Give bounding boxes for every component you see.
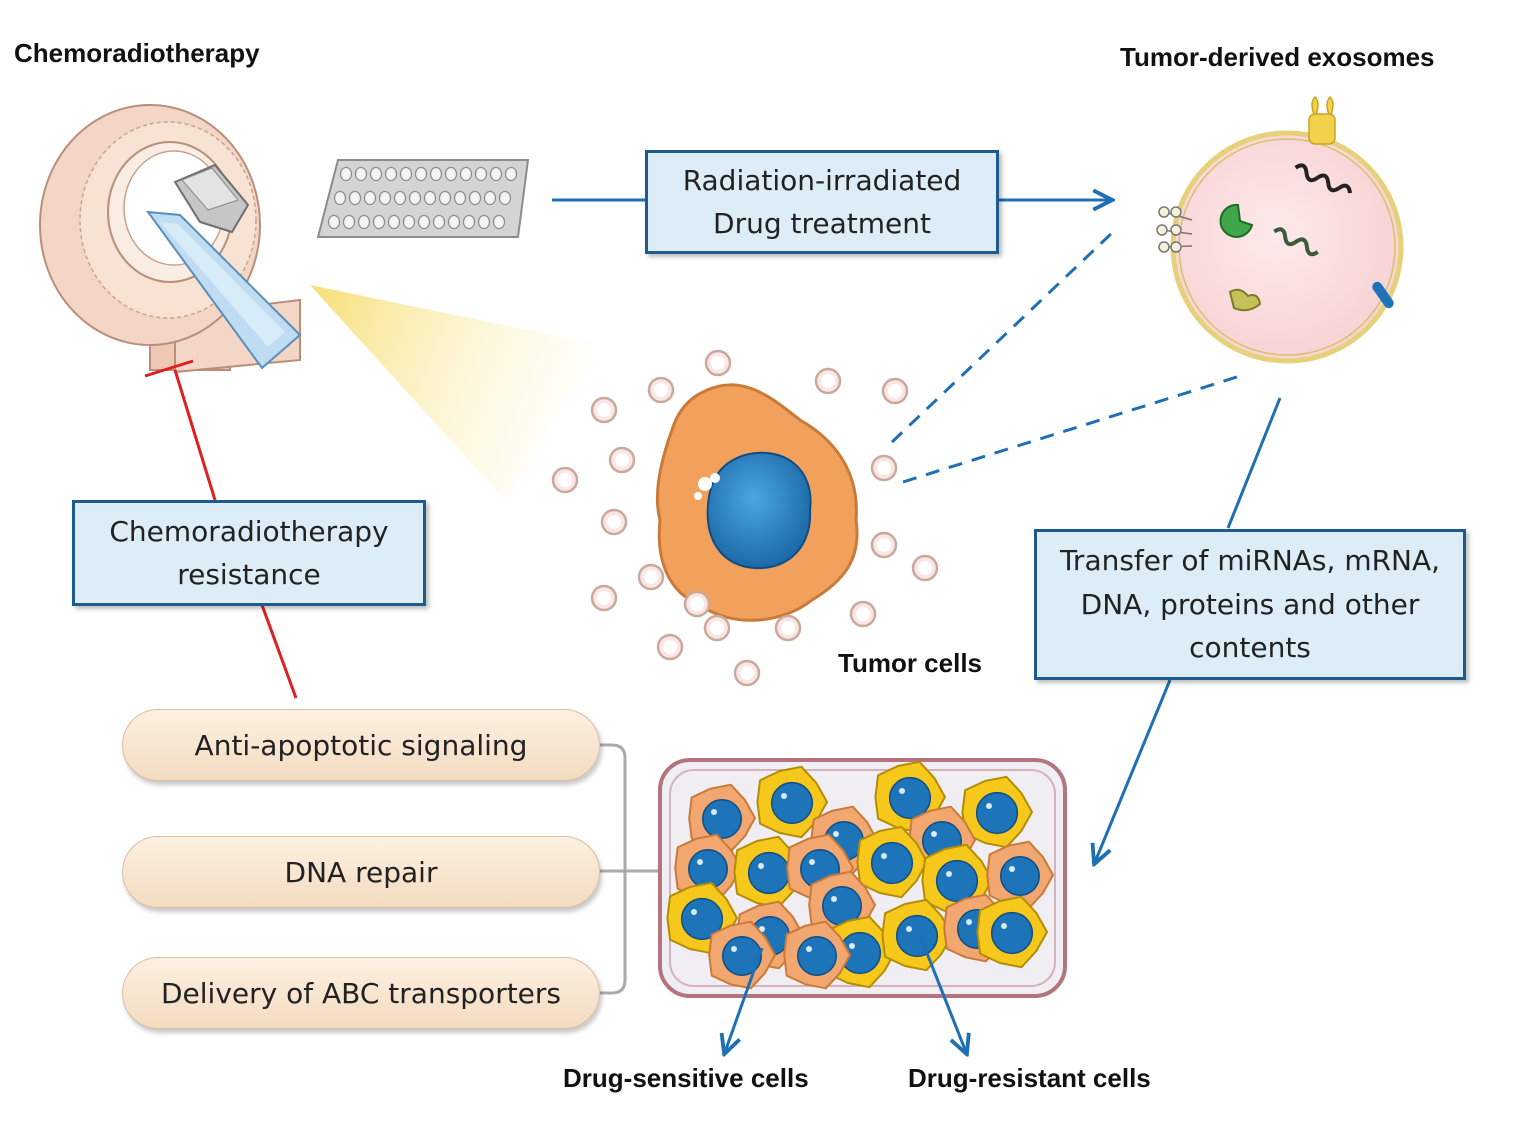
pill-icon [363,190,377,206]
drug-sensitive-label: Drug-sensitive cells [563,1063,809,1093]
pill-icon [393,190,407,206]
mechanism-label: Anti-apoptotic signaling [194,728,528,762]
pill-icon [462,214,476,230]
pill-icon [477,214,491,230]
tumor-cells-label: Tumor cells [838,648,983,678]
mechanism-dna-repair: DNA repair [122,836,600,908]
pill-icon [408,190,422,206]
pill-icon [483,190,497,206]
pill-icon [444,166,458,182]
treatment-line-2: Drug treatment [713,207,931,240]
pill-icon [438,190,452,206]
mechanism-abc-transporters: Delivery of ABC transporters [122,957,600,1029]
pill-icon [387,214,401,230]
dashed-link-lower [902,374,1241,484]
pill-icon [453,190,467,206]
mechanism-anti-apoptotic: Anti-apoptotic signaling [122,709,600,781]
pill-icon [384,166,398,182]
pill-icon [423,190,437,206]
arrow-transfer-to-dish [1095,679,1172,862]
pill-icon [348,190,362,206]
pill-icon [429,166,443,182]
ct-scanner-icon [39,104,302,374]
pill-icon [399,166,413,182]
pill-icon [447,214,461,230]
pill-icon [327,214,341,230]
transfer-line-3: contents [1189,631,1311,665]
resistance-line-1: Chemoradiotherapy [109,514,389,548]
transfer-line-1: Transfer of miRNAs, mRNA, [1059,544,1441,578]
pill-icon [354,166,368,182]
pill-icon [417,214,431,230]
pill-icon [474,166,488,182]
pill-icon [489,166,503,182]
pill-blister-icon [316,159,530,238]
pill-icon [333,190,347,206]
pill-icon [372,214,386,230]
treatment-box: Radiation-irradiated Drug treatment [645,150,999,254]
resistance-box: Chemoradiotherapy resistance [72,500,426,606]
pill-icon [498,190,512,206]
exosomes-title: Tumor-derived exosomes [1120,42,1435,72]
pill-icon [369,166,383,182]
transfer-box: Transfer of miRNAs, mRNA, DNA, proteins … [1034,529,1466,680]
resistance-line-2: resistance [177,558,321,591]
pill-icon [468,190,482,206]
mechanism-bracket [600,743,662,995]
dashed-link-upper [890,230,1115,444]
pill-icon [459,166,473,182]
inhibition-connector [144,359,298,699]
exosome-icon [1156,95,1404,364]
pill-icon [492,214,506,230]
pill-icon [378,190,392,206]
mechanism-label: Delivery of ABC transporters [160,976,562,1010]
arrow-exosome-to-transfer [1226,397,1282,529]
pill-icon [432,214,446,230]
pill-icon [402,214,416,230]
pill-icon [504,166,518,182]
transfer-line-2: DNA, proteins and other [1080,587,1420,621]
pill-icon [339,166,353,182]
treatment-line-1: Radiation-irradiated [682,163,962,197]
mechanism-label: DNA repair [284,855,438,889]
pill-icon [357,214,371,230]
arrow-to-resistant [919,937,966,1052]
cell-dish-icon [658,758,1067,998]
radiation-beam [310,285,600,500]
tumor-cell-icon [551,349,939,687]
arrow-to-sensitive [725,947,764,1052]
drug-resistant-label: Drug-resistant cells [908,1063,1151,1093]
pill-icon [414,166,428,182]
chemoradiotherapy-title: Chemoradiotherapy [14,38,260,68]
pill-icon [342,214,356,230]
